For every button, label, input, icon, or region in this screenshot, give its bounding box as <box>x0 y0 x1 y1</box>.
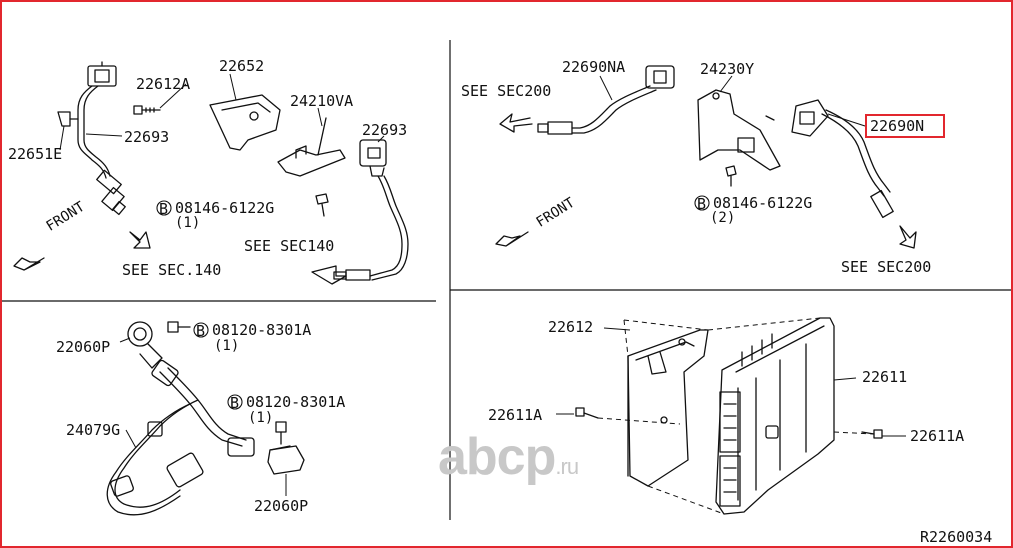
front-arrow-left <box>13 257 45 271</box>
bolt-badge-bl-2 <box>227 394 243 410</box>
knock-sensor-22060p-bottom <box>267 445 305 475</box>
connector-24079g-c <box>227 437 255 457</box>
arrow-see-sec140-b <box>311 265 347 285</box>
part-label-22060p-top[interactable]: 22060P <box>56 338 111 356</box>
knock-sensor-22060p-top <box>127 321 163 369</box>
part-label-24079g[interactable]: 24079G <box>66 421 121 439</box>
bracket-22612 <box>627 329 709 487</box>
bolt-code-tl[interactable]: 08146-6122G <box>175 199 275 217</box>
bolt-08120-8301a-top <box>167 321 191 333</box>
watermark-suffix: .ru <box>555 454 579 479</box>
part-label-22612[interactable]: 22612 <box>548 318 594 336</box>
see-sec-200-b[interactable]: SEE SEC200 <box>841 258 932 276</box>
bolt-08146-6122g-left <box>315 193 329 217</box>
bolt-qty-bl-2: (1) <box>248 410 274 426</box>
ecm-22611 <box>715 317 835 515</box>
bolt-08120-8301a-bottom <box>275 421 287 445</box>
bolt-badge-letter-bl-1: B <box>196 322 206 340</box>
harness-22693-right <box>369 175 403 277</box>
connector-24079g-b <box>166 452 204 488</box>
harness-22690n <box>821 113 885 197</box>
connector-22690n <box>791 99 829 137</box>
see-sec-140-b[interactable]: SEE SEC140 <box>244 237 335 255</box>
bolt-badge-letter-tl: B <box>159 200 169 218</box>
part-label-22651e[interactable]: 22651E <box>8 145 63 163</box>
screw-22612a <box>133 105 161 115</box>
bolt-08146-6122g-right <box>725 165 737 187</box>
o2-sensor-22690n <box>870 189 894 219</box>
watermark: abcp.ru <box>438 428 579 486</box>
part-label-22612a[interactable]: 22612A <box>136 75 191 93</box>
part-label-22060p-bottom[interactable]: 22060P <box>254 497 309 515</box>
part-label-22652[interactable]: 22652 <box>219 57 265 75</box>
part-label-22693-right[interactable]: 22693 <box>362 121 408 139</box>
harness-22690na <box>571 85 651 129</box>
front-arrow-right <box>495 231 529 247</box>
bolt-badge-tl <box>156 200 172 216</box>
bolt-code-bl-2[interactable]: 08120-8301A <box>246 393 346 411</box>
clip-22651e <box>57 111 79 127</box>
bolt-badge-letter-bl-2: B <box>230 394 240 412</box>
part-label-24210va[interactable]: 24210VA <box>290 92 354 110</box>
connector-22690na <box>645 65 675 89</box>
connector-22693-right <box>359 139 387 177</box>
part-label-22611[interactable]: 22611 <box>862 368 908 386</box>
part-label-22611a-left[interactable]: 22611A <box>488 406 543 424</box>
bracket-22652 <box>209 94 281 151</box>
arrow-see-sec200-b <box>899 225 917 249</box>
bracket-24230y <box>697 89 781 171</box>
o2-sensor-22690na <box>547 121 573 135</box>
o2-sensor-right <box>345 269 371 281</box>
harness-22693 <box>77 85 107 179</box>
bolt-badge-tr <box>694 195 710 211</box>
o2-sensor-left <box>96 169 126 216</box>
watermark-main: abcp <box>438 428 556 486</box>
connector-22693-top <box>87 61 117 87</box>
part-label-22690n[interactable]: 22690N <box>870 117 925 135</box>
part-label-24230y[interactable]: 24230Y <box>700 60 755 78</box>
bolt-qty-tl: (1) <box>175 215 201 231</box>
see-sec-140-a[interactable]: SEE SEC.140 <box>122 261 222 279</box>
bolt-code-bl-1[interactable]: 08120-8301A <box>212 321 312 339</box>
highlight-22690n <box>865 114 945 138</box>
arrow-see-sec200-a <box>499 113 533 133</box>
part-label-22690na[interactable]: 22690NA <box>562 58 626 76</box>
bolt-qty-bl-1: (1) <box>214 338 240 354</box>
bolt-badge-letter-tr: B <box>697 195 707 213</box>
screw-22611a-left <box>575 407 599 419</box>
bolt-code-tr[interactable]: 08146-6122G <box>713 194 813 212</box>
arrow-see-sec140-a <box>129 231 151 249</box>
part-label-22611a-right[interactable]: 22611A <box>910 427 965 445</box>
figure-reference: R2260034 <box>920 528 993 546</box>
bolt-qty-tr: (2) <box>710 210 736 226</box>
bolt-badge-bl-1 <box>193 322 209 338</box>
connector-24079g-a <box>151 359 179 387</box>
see-sec-200-a[interactable]: SEE SEC200 <box>461 82 552 100</box>
part-label-22693-left[interactable]: 22693 <box>124 128 170 146</box>
bracket-24210va <box>277 149 346 177</box>
